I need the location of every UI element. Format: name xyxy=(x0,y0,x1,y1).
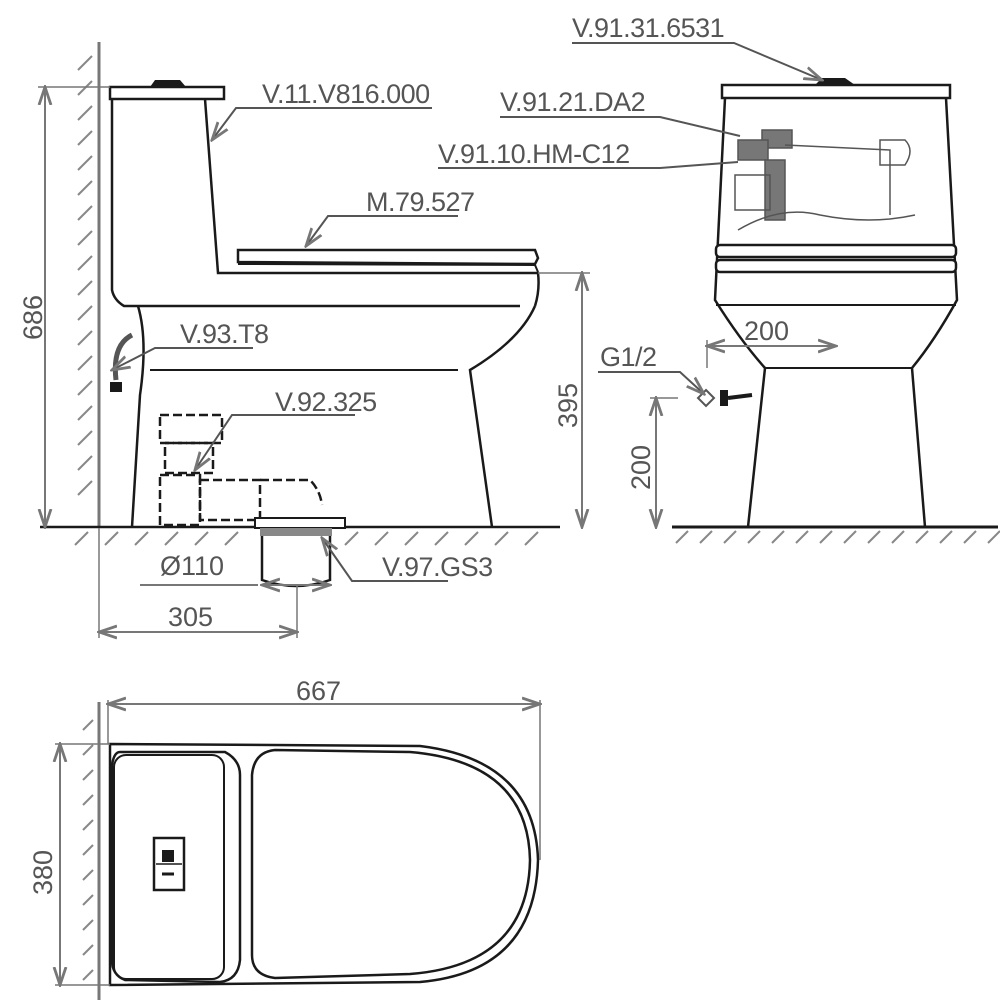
dim-total-width: 380 xyxy=(28,849,58,895)
label-body: V.11.V816.000 xyxy=(262,79,430,109)
label-hose: V.93.T8 xyxy=(180,319,269,349)
label-flush-valve: V.91.21.DA2 xyxy=(500,87,646,117)
label-inlet-thread: G1/2 xyxy=(600,342,657,372)
dim-rough-in: 305 xyxy=(168,602,214,632)
side-view xyxy=(38,42,590,638)
dim-seat-height: 395 xyxy=(553,382,583,428)
label-drain-adapter: V.92.325 xyxy=(275,387,377,417)
label-flush-button: V.91.31.6531 xyxy=(572,13,725,43)
dim-drain-diameter: Ø110 xyxy=(160,551,225,581)
dim-total-height: 686 xyxy=(18,294,48,340)
dim-inlet-height: 200 xyxy=(626,444,656,490)
dim-inlet-offset: 200 xyxy=(744,316,790,346)
label-seat: M.79.527 xyxy=(366,187,475,217)
dim-total-length: 667 xyxy=(296,676,342,706)
label-floor-flange: V.97.GS3 xyxy=(382,552,493,582)
label-fill-valve: V.91.10.HM-C12 xyxy=(438,139,630,169)
front-view xyxy=(438,42,1000,544)
top-view xyxy=(55,700,540,1000)
